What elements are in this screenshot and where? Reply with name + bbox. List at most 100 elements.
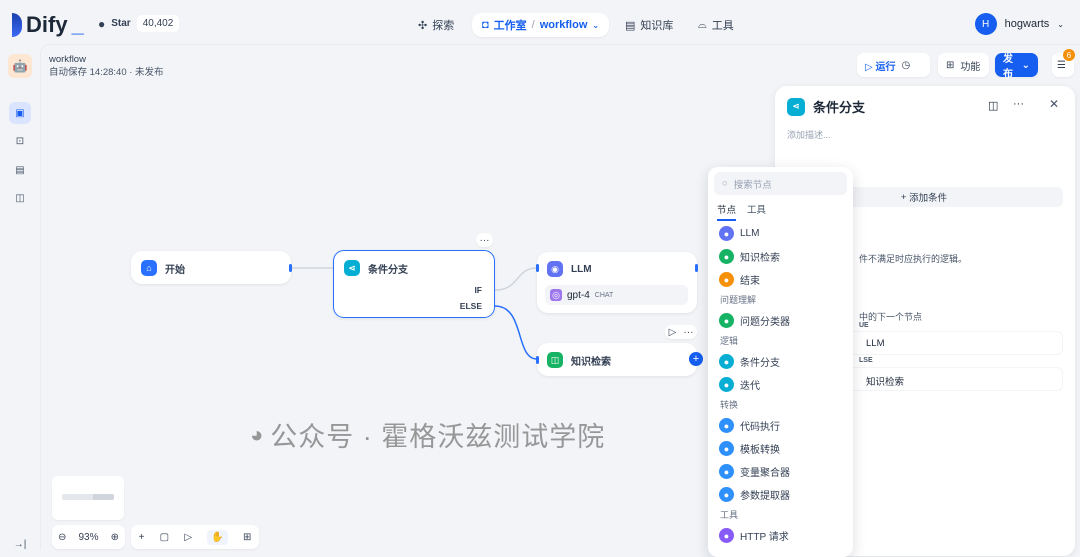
- tab-tools[interactable]: 工具: [747, 205, 767, 216]
- edge-else-kr: [494, 305, 538, 360]
- monitor-icon[interactable]: ◫: [15, 192, 25, 204]
- source-handle[interactable]: [695, 264, 698, 272]
- api-icon[interactable]: ⊡: [15, 135, 25, 147]
- description-input[interactable]: 添加描述...: [787, 130, 831, 140]
- branch-icon: ⋖: [344, 260, 360, 276]
- node-option[interactable]: ●问题分类器: [719, 313, 790, 328]
- node-option[interactable]: ●条件分支: [719, 354, 780, 369]
- category-label: 问题理解: [720, 295, 757, 305]
- node-option[interactable]: ●结束: [719, 272, 760, 287]
- node-type-icon: ●: [719, 464, 734, 479]
- orchestrate-icon[interactable]: ▣: [9, 102, 31, 124]
- pointer-icon[interactable]: ▷: [184, 531, 193, 543]
- node-option[interactable]: ●知识检索: [719, 249, 780, 264]
- node-type-icon: ●: [719, 418, 734, 433]
- node-option[interactable]: ●迭代: [719, 377, 760, 392]
- category-label: 逻辑: [720, 336, 739, 346]
- chevron-down-icon: ⌄: [1021, 59, 1030, 71]
- node-actions: ▷ ···: [665, 325, 697, 339]
- expand-sidebar-icon[interactable]: →|: [13, 538, 27, 550]
- else-label: ELSE: [459, 301, 482, 311]
- features-button[interactable]: ⊞功能: [938, 53, 989, 77]
- panel-title: 条件分支: [813, 100, 866, 115]
- avatar: H: [974, 13, 997, 35]
- search-icon: ○: [722, 178, 728, 189]
- hand-icon[interactable]: ✋: [207, 529, 228, 545]
- node-type-icon: ●: [719, 226, 734, 241]
- node-type-icon: ●: [719, 377, 734, 392]
- add-node-icon[interactable]: +: [138, 531, 145, 543]
- node-option[interactable]: ●LLM: [719, 226, 759, 241]
- nav-explore[interactable]: ✣探索: [418, 19, 455, 33]
- search-nodes-input[interactable]: ○搜索节点: [714, 172, 847, 195]
- run-button[interactable]: ▷ 运行: [865, 61, 896, 73]
- if-label: IF: [474, 285, 482, 295]
- node-option[interactable]: ●模板转换: [719, 441, 780, 456]
- logs-icon[interactable]: ▤: [15, 164, 25, 176]
- else-branch-label: LSE: [859, 357, 873, 364]
- nav-studio[interactable]: ◘工作室/workflow⌄: [472, 13, 610, 37]
- run-group: ▷ 运行 ◷: [857, 53, 930, 77]
- checklist-badge: 6: [1063, 49, 1075, 61]
- home-icon: ⌂: [141, 260, 157, 276]
- add-condition-button[interactable]: + 添加条件: [785, 187, 1063, 207]
- zoom-out-icon[interactable]: ⊖: [58, 531, 67, 543]
- run-node-icon[interactable]: ▷: [668, 326, 677, 338]
- studio-icon: ◘: [482, 19, 489, 31]
- app-selector[interactable]: workflow: [539, 19, 588, 31]
- grid-icon: ⊞: [946, 59, 955, 71]
- knowledge-icon: ▤: [625, 19, 636, 32]
- nav-tools[interactable]: ⌓工具: [698, 18, 734, 33]
- book-icon: ◫: [547, 352, 563, 368]
- explore-icon: ✣: [418, 19, 428, 32]
- app-icon[interactable]: 🤖: [8, 54, 32, 78]
- node-start[interactable]: ⌂开始: [131, 251, 292, 284]
- organize-icon[interactable]: ⊞: [242, 531, 252, 543]
- node-knowledge-retrieval[interactable]: ◫知识检索 +: [536, 343, 703, 376]
- github-icon: ●: [98, 16, 106, 31]
- zoom-in-icon[interactable]: ⊕: [110, 531, 119, 543]
- more-icon[interactable]: ···: [683, 326, 694, 338]
- node-type-icon: ●: [719, 272, 734, 287]
- dify-logo[interactable]: Dify_: [12, 12, 84, 38]
- close-icon[interactable]: ✕: [1049, 97, 1060, 111]
- branch-icon: ⋖: [787, 97, 805, 116]
- node-option[interactable]: ●HTTP 请求: [719, 528, 789, 543]
- source-handle[interactable]: [289, 264, 292, 272]
- node-type-icon: ●: [719, 249, 734, 264]
- tools-icon: ⌓: [698, 18, 707, 31]
- node-type-icon: ●: [719, 313, 734, 328]
- tab-nodes[interactable]: 节点: [717, 202, 737, 221]
- llm-icon: ◉: [547, 261, 563, 277]
- more-icon[interactable]: ···: [1013, 98, 1024, 110]
- left-sidebar: 🤖 ▣ ⊡ ▤ ◫ →|: [0, 44, 40, 550]
- target-handle[interactable]: [536, 356, 539, 364]
- docs-icon[interactable]: ◫: [988, 100, 999, 112]
- node-if-else[interactable]: ⋖条件分支 IF ELSE: [333, 250, 495, 318]
- openai-icon: ◎: [550, 289, 562, 301]
- note-icon[interactable]: ▢: [159, 531, 170, 543]
- minimap[interactable]: [52, 476, 124, 520]
- publish-button[interactable]: 发布⌄: [995, 53, 1038, 80]
- node-type-icon: ●: [719, 528, 734, 543]
- category-label: 工具: [720, 510, 739, 520]
- add-node-plus-icon[interactable]: +: [689, 352, 703, 366]
- node-option[interactable]: ●代码执行: [719, 418, 780, 433]
- history-icon[interactable]: ◷: [901, 59, 911, 71]
- node-option[interactable]: ●变量聚合器: [719, 464, 790, 479]
- nav-knowledge[interactable]: ▤知识库: [625, 19, 674, 33]
- node-type-icon: ●: [719, 487, 734, 502]
- github-count: 40,402: [136, 15, 180, 32]
- node-option[interactable]: ●参数提取器: [719, 487, 790, 502]
- target-handle[interactable]: [536, 264, 539, 272]
- edge-if-llm: [494, 267, 538, 291]
- more-icon[interactable]: ···: [476, 233, 493, 247]
- node-picker-popup: ○搜索节点 节点 工具 ●LLM ●知识检索 ●结束问题理解 ●问题分类器逻辑 ●条件分…: [708, 167, 853, 557]
- zoom-level[interactable]: 93%: [78, 531, 99, 543]
